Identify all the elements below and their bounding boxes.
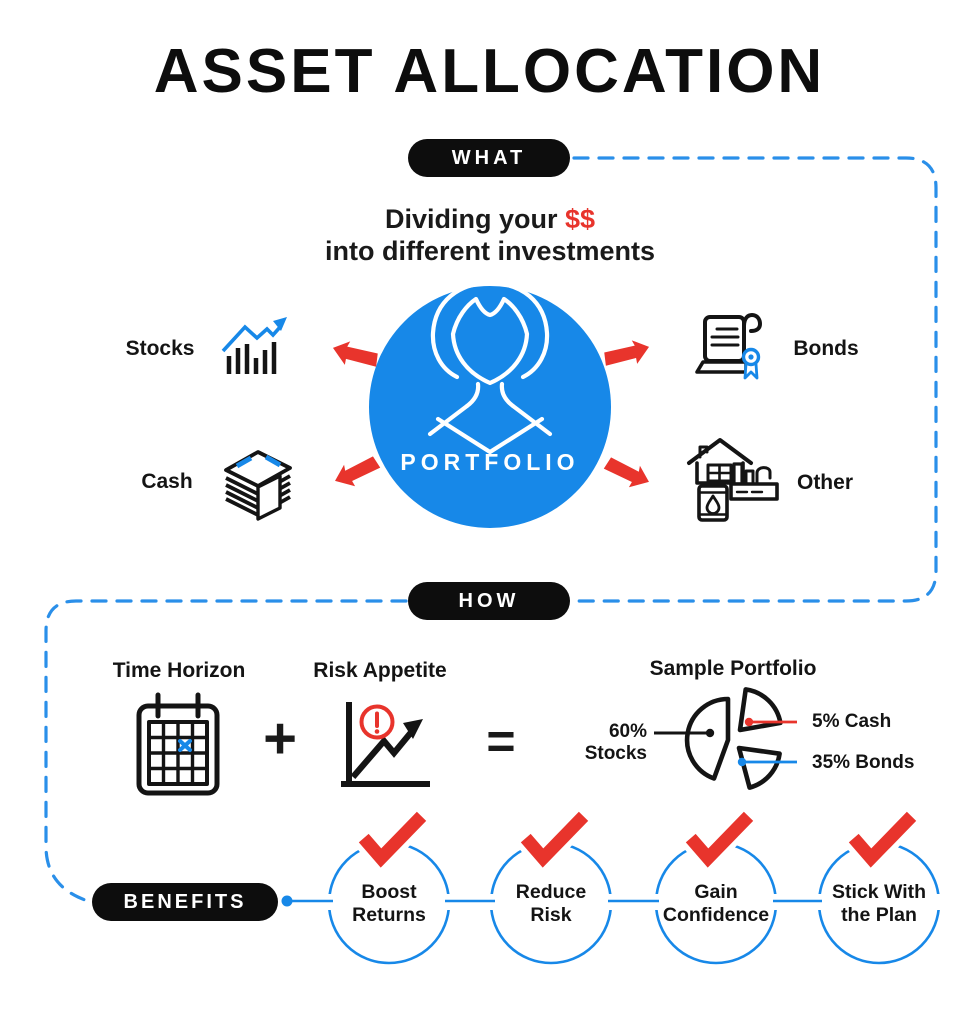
checkmark-icon: [358, 811, 427, 868]
leader-35-bonds: [737, 757, 797, 767]
cash-stack-icon: [224, 450, 292, 521]
benefits-dot: [281, 895, 293, 907]
woman-avatar-icon: [427, 280, 553, 455]
leader-60-stocks: [654, 728, 715, 738]
what-description-line2: into different investments: [324, 236, 656, 266]
calendar-icon: [136, 692, 220, 796]
arrow-up-left-icon: [332, 341, 378, 367]
arrow-down-right-icon: [603, 457, 649, 488]
plus-operator: +: [263, 706, 297, 771]
result-title-sample-portfolio: Sample Portfolio: [649, 657, 817, 680]
pie-label-bonds: 35% Bonds: [812, 752, 915, 773]
calendar-x-mark: [178, 739, 192, 752]
allocation-arrows: [332, 340, 650, 488]
asset-label-cash: Cash: [141, 470, 193, 493]
alert-icon: [359, 704, 395, 740]
house-oil-factory-icon: [687, 438, 779, 522]
factor-label-time-horizon: Time Horizon: [112, 659, 246, 682]
factory-icon: [729, 462, 779, 501]
benefit-label-stick-with-plan: Stick With the Plan: [831, 881, 927, 926]
asset-label-bonds: Bonds: [793, 337, 859, 360]
leader-5-cash: [744, 717, 797, 727]
pie-chart: [654, 687, 797, 790]
description-text: Dividing your: [384, 204, 565, 234]
benefit-circles: [281, 809, 943, 965]
pie-label-stocks: 60% Stocks: [584, 721, 647, 764]
checkmark-icon: [685, 811, 754, 868]
arrow-down-left-icon: [335, 456, 381, 487]
checkmark-icon: [520, 811, 589, 868]
asset-label-other: Other: [796, 471, 853, 494]
red-checkmark-icons: [356, 809, 919, 870]
factor-label-risk-appetite: Risk Appetite: [313, 659, 447, 682]
benefit-label-gain-confidence: Gain Confidence: [662, 881, 770, 926]
oil-barrel-icon: [697, 484, 729, 522]
equals-operator: =: [486, 713, 516, 769]
asset-label-stocks: Stocks: [125, 337, 195, 360]
section-badge-benefits: BENEFITS: [92, 883, 278, 921]
section-badge-how: HOW: [408, 582, 570, 620]
pie-label-cash: 5% Cash: [812, 711, 892, 732]
checkmark-icon: [848, 811, 917, 868]
portfolio-label: PORTFOLIO: [400, 449, 580, 475]
money-symbol: $$: [564, 204, 596, 234]
arrow-up-right-icon: [604, 340, 650, 366]
portfolio-circle: [369, 280, 611, 528]
pie-slice-bonds: [736, 745, 782, 790]
page-title: ASSET ALLOCATION: [153, 37, 826, 106]
stock-chart-icon: [221, 317, 287, 374]
benefit-label-reduce-risk: Reduce Risk: [515, 881, 587, 926]
what-description-line1: Dividing your $$: [190, 204, 790, 235]
risk-chart-icon: [341, 702, 430, 787]
house-icon: [687, 438, 753, 485]
bond-certificate-icon: [695, 313, 762, 380]
dashed-flow-line: [44, 156, 938, 903]
benefit-label-boost-returns: Boost Returns: [352, 881, 426, 926]
section-badge-what: WHAT: [408, 139, 570, 177]
pie-slice-stocks: [684, 696, 731, 781]
